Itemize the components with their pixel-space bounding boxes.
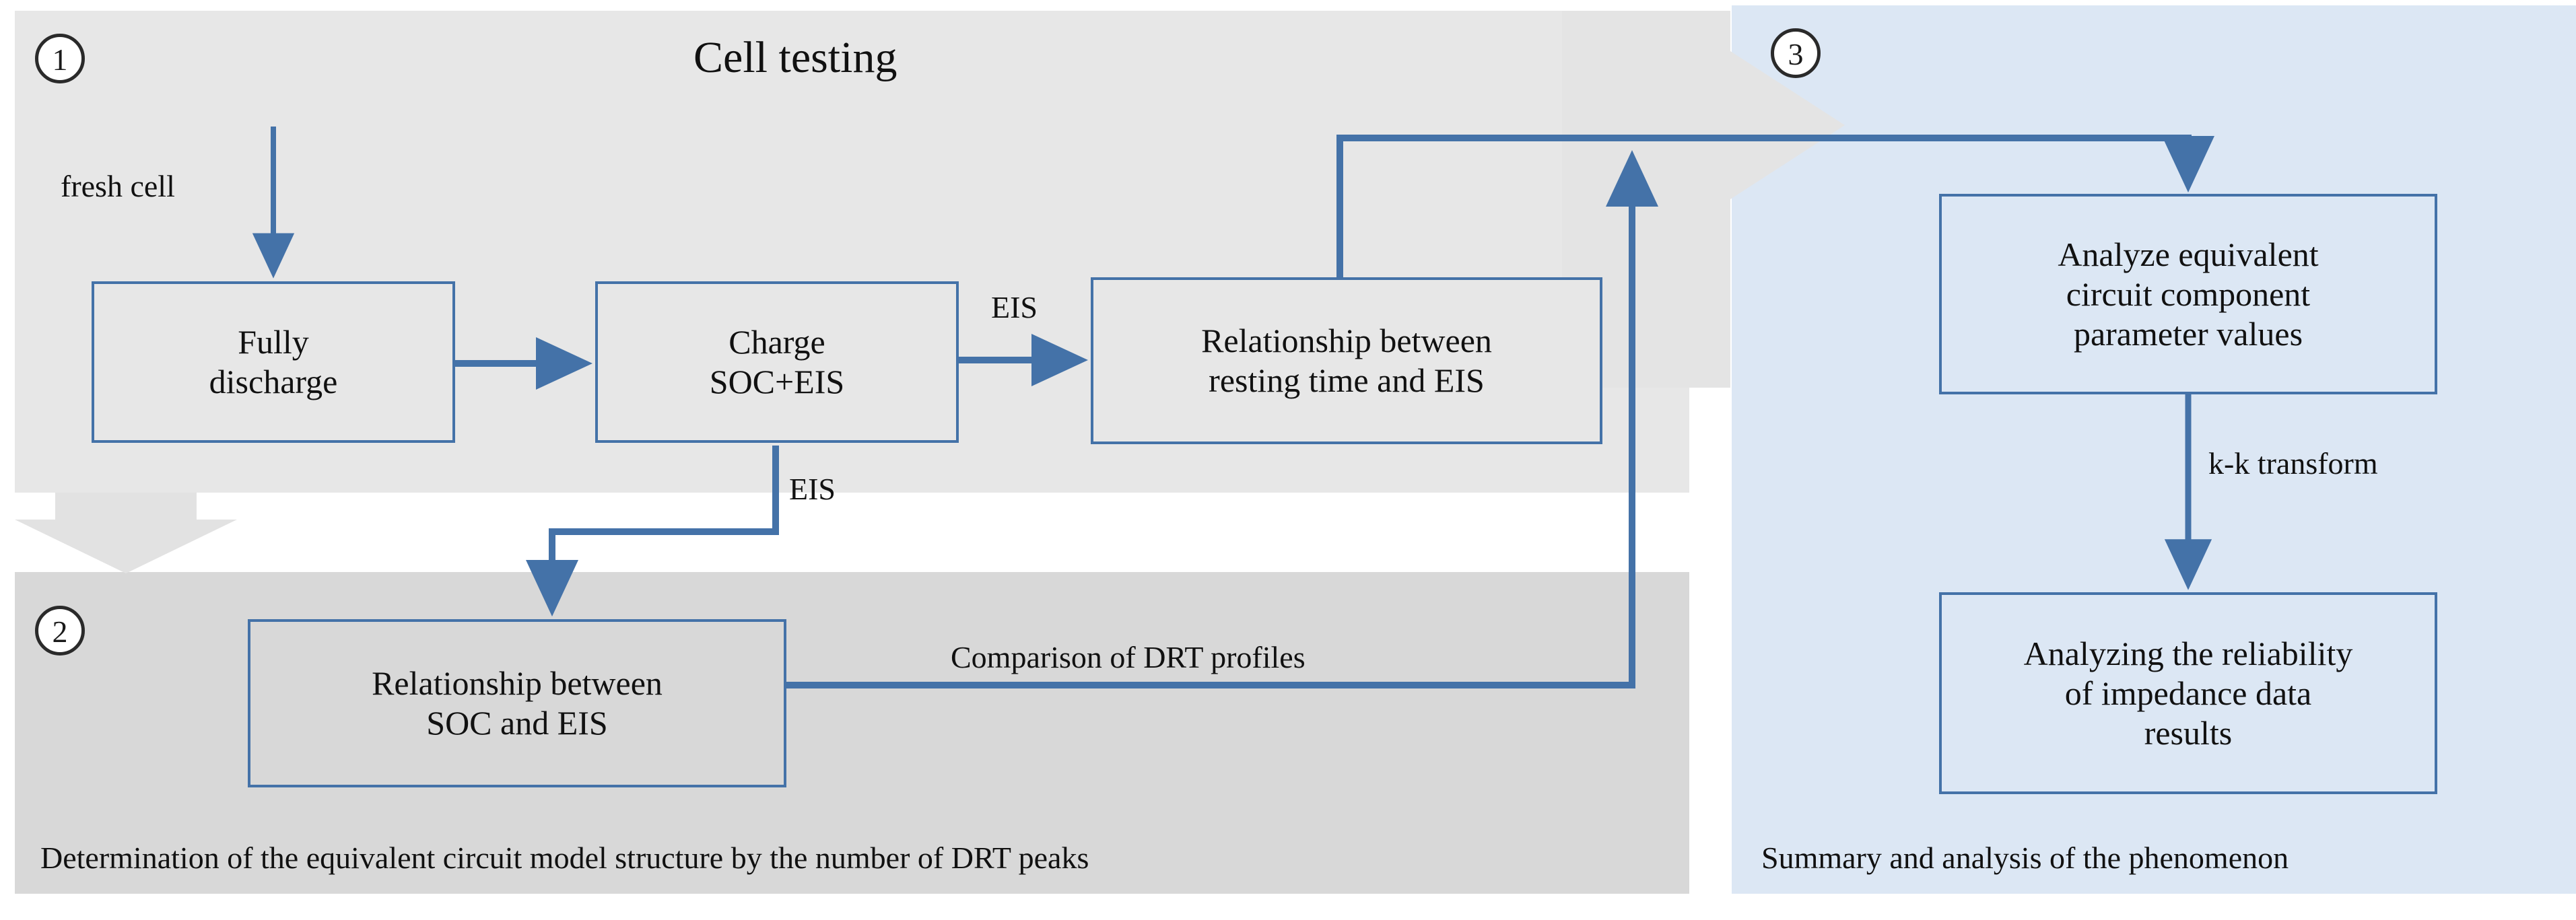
caption-summary: Summary and analysis of the phenomenon	[1761, 841, 2289, 875]
section-title-cell-testing: Cell testing	[693, 33, 897, 82]
edge-label-comparison-drt-profiles: Comparison of DRT profiles	[951, 640, 1306, 674]
node-charge-soc-eis-label: Charge SOC+EIS	[709, 323, 845, 400]
node-fully-discharge[interactable]: Fully discharge	[92, 281, 455, 443]
edge-label-eis-to-soc: EIS	[789, 472, 836, 506]
node-analyze-equivalent-circuit-label: Analyze equivalent circuit component par…	[2058, 235, 2319, 353]
edge-label-kk-transform: k-k transform	[2208, 446, 2378, 481]
panel-connector-down-arrow	[15, 493, 237, 573]
caption-drt-structure: Determination of the equivalent circuit …	[40, 841, 1089, 875]
edge-label-fresh-cell: fresh cell	[61, 169, 175, 203]
node-analyzing-reliability-impedance-label: Analyzing the reliability of impedance d…	[2023, 634, 2353, 752]
step-badge-3: 3	[1771, 28, 1821, 78]
node-relationship-soc-eis[interactable]: Relationship between SOC and EIS	[248, 619, 786, 787]
node-charge-soc-eis[interactable]: Charge SOC+EIS	[595, 281, 959, 443]
node-relationship-resting-time-eis[interactable]: Relationship between resting time and EI…	[1091, 277, 1602, 444]
step-badge-2: 2	[35, 606, 85, 656]
node-fully-discharge-label: Fully discharge	[209, 323, 338, 400]
edge-label-eis-to-resting: EIS	[991, 290, 1038, 324]
node-analyzing-reliability-impedance[interactable]: Analyzing the reliability of impedance d…	[1939, 592, 2437, 794]
node-relationship-resting-time-eis-label: Relationship between resting time and EI…	[1201, 322, 1492, 399]
step-badge-1: 1	[35, 34, 85, 83]
node-relationship-soc-eis-label: Relationship between SOC and EIS	[372, 664, 663, 742]
node-analyze-equivalent-circuit[interactable]: Analyze equivalent circuit component par…	[1939, 194, 2437, 394]
